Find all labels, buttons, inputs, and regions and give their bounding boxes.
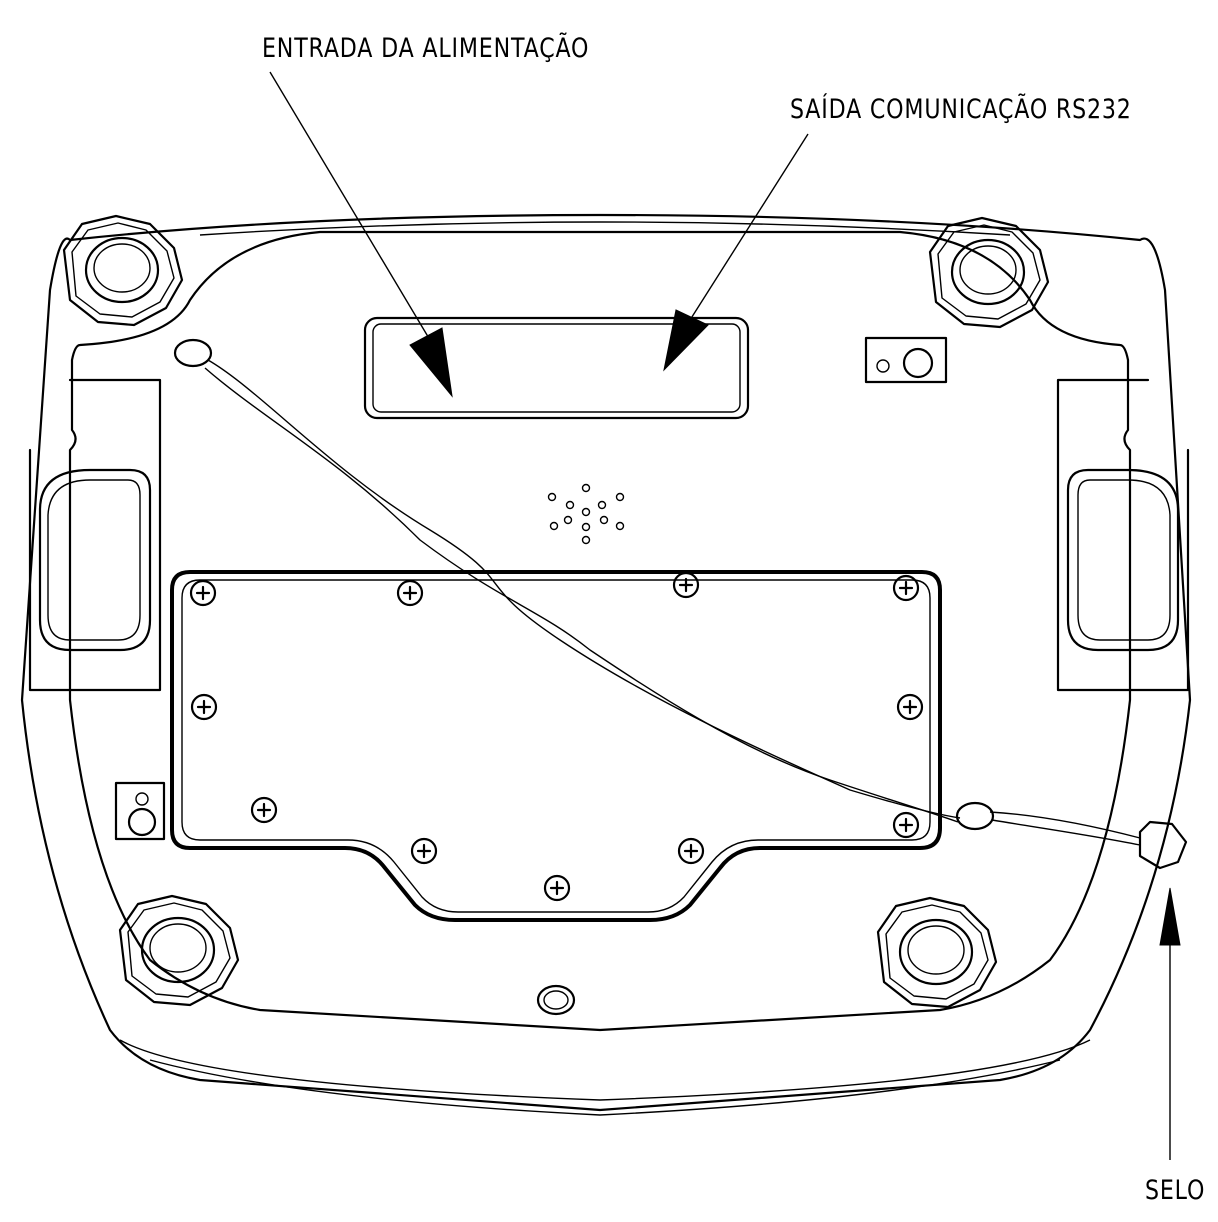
leveling-foot-icon[interactable] [928,216,1050,329]
screw-icon [892,811,920,839]
buzzer-holes [547,483,625,545]
leveling-foot-icon[interactable] [876,896,998,1009]
left-mounting-tab [114,781,166,841]
screw-icon [672,571,700,599]
screw-icon [396,579,424,607]
battery-cover-plate [170,570,942,922]
seal-label: SELO [1145,1175,1206,1206]
bottom-hole [536,984,576,1016]
screw-icon [189,579,217,607]
right-mounting-tab [864,336,948,384]
leveling-foot-icon[interactable] [62,214,184,327]
power-input-leader [269,71,453,398]
inner-recess-outline [68,230,1132,1032]
scale-body-outline [20,213,1192,1116]
cover-screws [189,571,924,902]
rs232-output-leader [663,133,809,372]
power-input-label: ENTRADA DA ALIMENTAÇÃO [262,33,590,64]
rs232-output-label: SAÍDA COMUNICAÇÃO RS232 [790,94,1132,125]
seal-leader [1159,887,1181,1160]
connector-opening[interactable] [363,316,750,420]
seal-wire [173,338,1188,870]
leveling-foot-icon[interactable] [118,894,240,1007]
screw-icon [410,837,438,865]
screw-icon [896,693,924,721]
left-handle-slot [28,378,162,692]
screw-icon [677,837,705,865]
right-handle-slot [1056,378,1190,692]
screw-icon [250,796,278,824]
screw-icon [190,693,218,721]
screw-icon [892,574,920,602]
screw-icon [543,874,571,902]
